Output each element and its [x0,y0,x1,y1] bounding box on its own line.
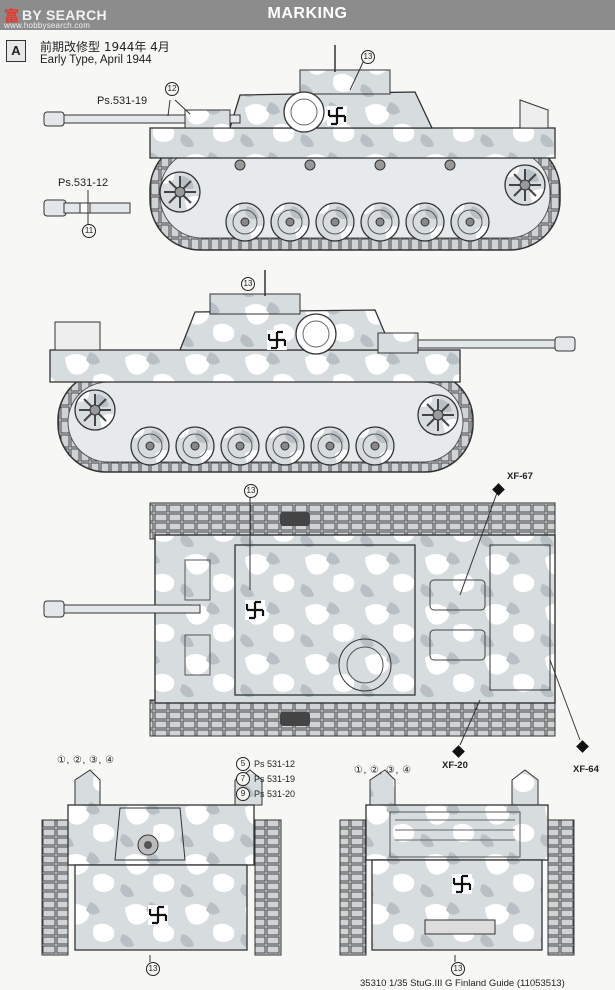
paint-xf64: XF-64 [573,764,599,775]
ref-13-side1: 13 [361,50,375,64]
paint-xf67: XF-67 [507,471,533,482]
page-title: MARKING [267,5,348,22]
page-footer: 35310 1/35 StuG.III G Finland Guide (110… [360,978,565,989]
paint-xf20: XF-20 [442,760,468,771]
rear-ref-list: ①, ②, ③, ④ [354,765,412,776]
watermark-logo: 富 BY SEARCH www.hobbysearch.com [4,6,107,31]
decal-ref-7: 7 Ps 531-19 [236,772,295,786]
caption-japanese: 前期改修型 1944年 4月 [40,40,170,54]
side-view-right [49,270,576,473]
gun-barrel-detail [43,57,366,226]
side-view-left [43,45,561,251]
rear-view [339,769,575,962]
ref-11: 11 [82,224,96,238]
ref-13-rear: 13 [451,962,465,976]
gun-mark-label: Ps.531-19 [97,95,148,107]
section-badge: A [6,40,26,62]
ref-12: 12 [165,82,179,96]
front-view [41,769,282,962]
gun-mark-detail-label: Ps.531-12 [58,177,109,189]
decal-ref-5: 5 Ps 531-12 [236,757,295,771]
caption-english: Early Type, April 1944 [40,54,152,66]
decal-ref-9: 9 Ps 531-20 [236,787,295,801]
top-view [43,489,581,746]
ref-13-side2: 13 [241,277,255,291]
front-ref-list: ①, ②, ③, ④ [57,755,115,766]
header-bar: 富 BY SEARCH www.hobbysearch.com MARKING [0,0,615,30]
ref-13-top: 13 [244,484,258,498]
ref-13-front: 13 [146,962,160,976]
